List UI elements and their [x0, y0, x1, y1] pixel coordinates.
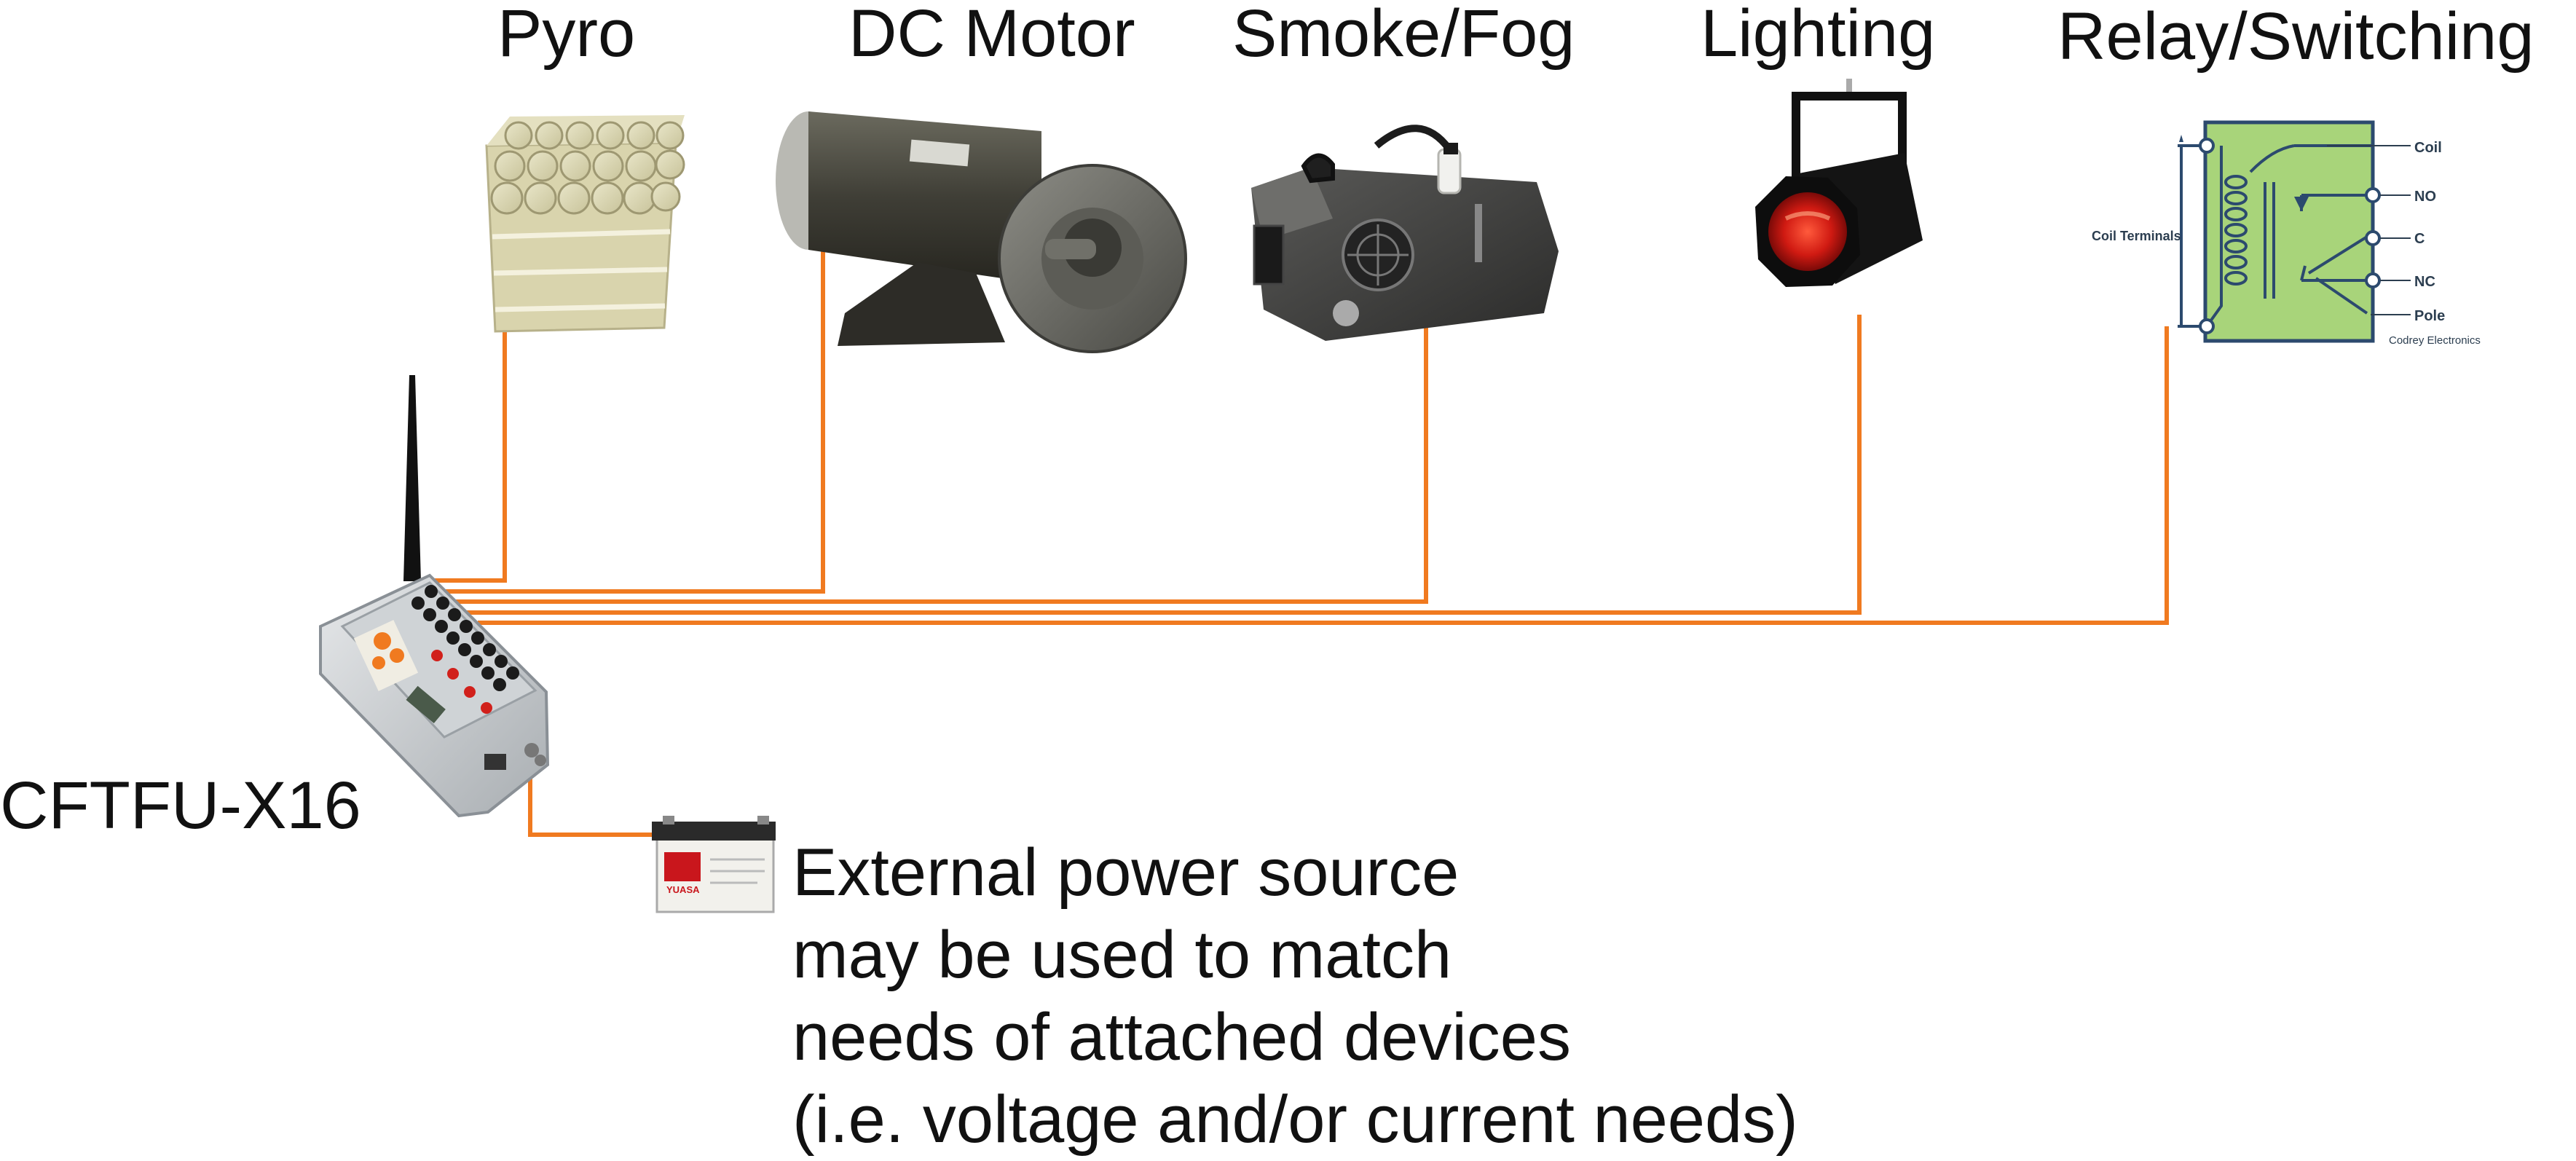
power-note: External power source may be used to mat…: [792, 832, 1798, 1161]
power-note-line-3: needs of attached devices: [792, 1000, 1571, 1074]
wire-smoke-fog: [453, 299, 1428, 604]
relay-label-pole: Pole: [2414, 308, 2445, 324]
label-relay-switching: Relay/Switching: [2057, 0, 2534, 74]
wire-relay: [478, 326, 2169, 625]
relay-label-c: C: [2414, 231, 2425, 247]
power-note-line-2: may be used to match: [792, 918, 1452, 992]
label-lighting: Lighting: [1701, 0, 1936, 71]
wire-pyro: [428, 324, 507, 583]
label-pyro: Pyro: [497, 0, 636, 71]
label-dc-motor: DC Motor: [848, 0, 1135, 71]
power-note-line-1: External power source: [792, 835, 1460, 910]
power-note-line-4: (i.e. voltage and/or current needs): [792, 1082, 1798, 1157]
relay-label-coil: Coil: [2414, 140, 2442, 156]
battery-brand-label: YUASA: [666, 884, 700, 895]
controller-label: CFTFU-X16: [0, 768, 361, 843]
relay-label-nc: NC: [2414, 274, 2435, 290]
label-smoke-fog: Smoke/Fog: [1232, 0, 1575, 71]
relay-credit: Codrey Electronics: [2389, 334, 2481, 347]
wire-dc-motor: [439, 251, 825, 594]
relay-label-no: NO: [2414, 189, 2436, 205]
wire-lighting: [466, 315, 1862, 615]
wire-power: [528, 770, 655, 837]
relay-label-coil-terminals: Coil Terminals: [2092, 229, 2181, 243]
